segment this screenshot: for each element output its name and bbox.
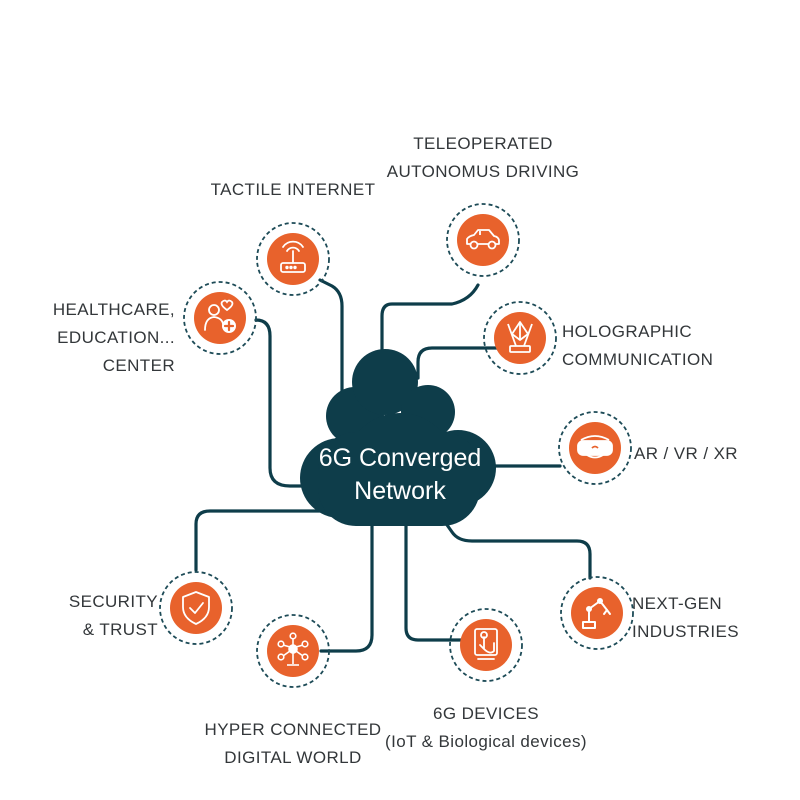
connector-devices xyxy=(404,520,470,642)
label-devices: 6G DEVICES (IoT & Biological devices) xyxy=(385,704,587,751)
cloud-title-line1: 6G Converged xyxy=(318,444,482,472)
doctor-icon xyxy=(204,299,236,333)
cloud-label: 6G Converged Network xyxy=(300,442,500,508)
hologram-icon xyxy=(507,321,533,353)
network-hub-icon xyxy=(277,632,309,666)
cloud-shape xyxy=(300,349,496,526)
node-ar-vr-xr xyxy=(558,411,632,485)
node-hyper-connected xyxy=(256,614,330,688)
connector-healthcare xyxy=(254,318,332,488)
label-hyper-connected: HYPER CONNECTED DIGITAL WORLD xyxy=(204,720,382,767)
label-holographic: HOLOGRAPHIC COMMUNICATION xyxy=(562,322,714,369)
connector-hyper xyxy=(319,520,374,653)
connectors xyxy=(194,278,592,653)
node-healthcare xyxy=(183,281,257,355)
label-tactile-internet: TACTILE INTERNET xyxy=(210,180,376,199)
node-security xyxy=(159,571,233,645)
router-icon xyxy=(280,240,306,273)
connector-security xyxy=(194,509,332,572)
car-icon xyxy=(466,229,500,250)
touch-device-icon xyxy=(474,628,498,660)
node-next-gen xyxy=(560,576,634,650)
connector-tactile xyxy=(318,278,344,397)
label-teleoperated-driving: TELEOPERATED AUTONOMUS DRIVING xyxy=(386,134,580,181)
node-devices xyxy=(449,608,523,682)
vr-headset-icon xyxy=(577,435,613,459)
connector-holographic xyxy=(416,346,505,380)
label-next-gen: NEXT-GEN INDUSTRIES xyxy=(632,594,739,641)
node-tactile-internet xyxy=(256,222,330,296)
cloud-title-line2: Network xyxy=(354,477,446,505)
label-ar-vr-xr: AR / VR / XR xyxy=(634,444,738,463)
connector-nextgen xyxy=(438,513,592,580)
node-holographic xyxy=(483,301,557,375)
label-security: SECURITY & TRUST xyxy=(68,592,158,639)
robot-arm-icon xyxy=(582,598,611,629)
node-teleoperated-driving xyxy=(446,203,520,277)
shield-icon xyxy=(182,591,210,625)
label-healthcare: HEALTHCARE, EDUCATION... CENTER xyxy=(52,300,175,375)
connector-teleoperated xyxy=(380,283,480,362)
